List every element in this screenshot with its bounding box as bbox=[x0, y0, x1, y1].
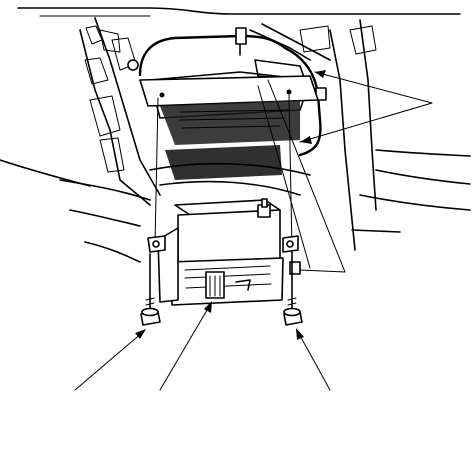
evap-canister bbox=[147, 198, 301, 306]
right-bolt-callout bbox=[296, 328, 331, 391]
left-mounting-bolt bbox=[140, 253, 161, 326]
left-bolt-callout bbox=[74, 329, 146, 391]
upper-hose-callout bbox=[299, 70, 433, 144]
canister-bracket bbox=[139, 75, 319, 196]
right-mounting-bolt bbox=[283, 251, 303, 326]
alignment-lines bbox=[154, 79, 346, 273]
canister-callout bbox=[159, 301, 212, 391]
